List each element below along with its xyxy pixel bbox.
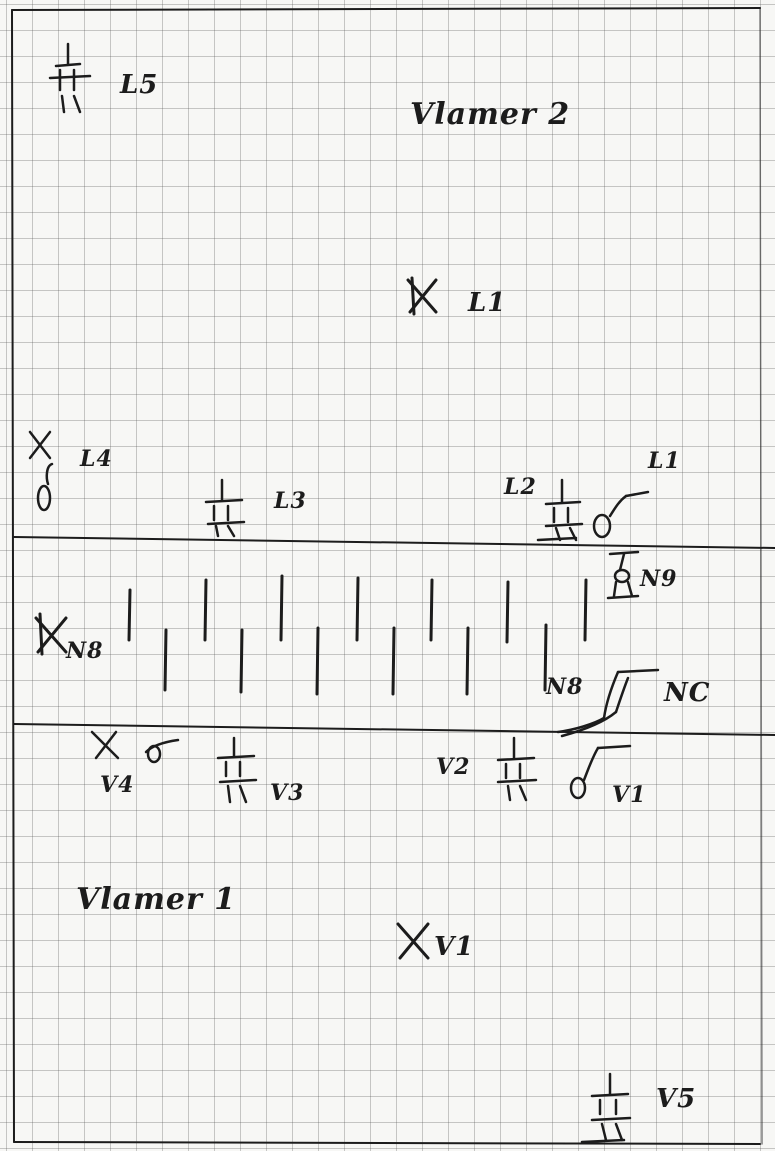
outlet-icon <box>216 736 258 804</box>
light-strip <box>583 578 588 642</box>
switch-group-icon <box>556 668 660 738</box>
light-strip <box>465 626 470 696</box>
right-outlet-label: V2 <box>436 754 471 780</box>
ceiling-light-icon <box>34 612 68 656</box>
corner-outlet-label: L5 <box>120 70 159 100</box>
ceiling-light-label: L1 <box>468 288 507 318</box>
light-strip <box>355 576 360 642</box>
light-strip <box>163 628 168 692</box>
switch-icon <box>569 744 632 800</box>
light-strip <box>429 578 434 642</box>
bottom-border-line <box>13 1141 761 1145</box>
switch-icon <box>592 490 650 539</box>
mid-outlet-label: L3 <box>274 488 307 514</box>
corridor-top-wall <box>13 536 775 549</box>
light-strip <box>391 626 396 696</box>
left-switch-label: L4 <box>80 446 113 472</box>
light-strip <box>543 623 548 692</box>
switch-icon <box>28 430 54 512</box>
left-switch-label: V4 <box>100 772 135 798</box>
lower-room-title: Vlamer 1 <box>76 882 237 917</box>
right-outlet-label: L2 <box>504 474 537 500</box>
right-switch-label: L1 <box>648 448 681 474</box>
light-strip <box>505 580 510 644</box>
right-mid-label-a: N8 <box>546 674 584 700</box>
mid-outlet-label: V3 <box>270 780 305 806</box>
outlet-icon <box>606 550 640 600</box>
ceiling-light-icon <box>396 922 430 960</box>
upper-room-title: Vlamer 2 <box>410 97 571 132</box>
outlet-icon <box>580 1072 632 1144</box>
right-mid-label-b: NC <box>664 678 711 708</box>
corridor-light-strips <box>127 574 588 696</box>
right-switch-label: V1 <box>612 782 647 808</box>
light-strip <box>239 628 244 694</box>
outlet-icon <box>496 736 538 802</box>
light-strip <box>127 588 132 642</box>
outlet-icon <box>48 42 92 114</box>
light-strip <box>315 626 320 696</box>
ceiling-light-label: V1 <box>434 932 475 962</box>
outlet-icon <box>536 478 584 542</box>
right-border-line <box>759 7 763 1145</box>
corridor-bottom-wall <box>13 723 775 736</box>
ceiling-light-icon <box>406 276 438 316</box>
light-strip <box>279 574 284 642</box>
switch-icon <box>90 730 180 764</box>
right-top-outlet-label: N9 <box>640 566 678 592</box>
corridor-light-label: N8 <box>66 638 104 664</box>
light-strip <box>203 578 208 642</box>
bottom-outlet-label: V5 <box>656 1084 697 1114</box>
left-border-line <box>11 9 15 1143</box>
top-border-line <box>11 7 761 11</box>
outlet-icon <box>204 478 246 538</box>
